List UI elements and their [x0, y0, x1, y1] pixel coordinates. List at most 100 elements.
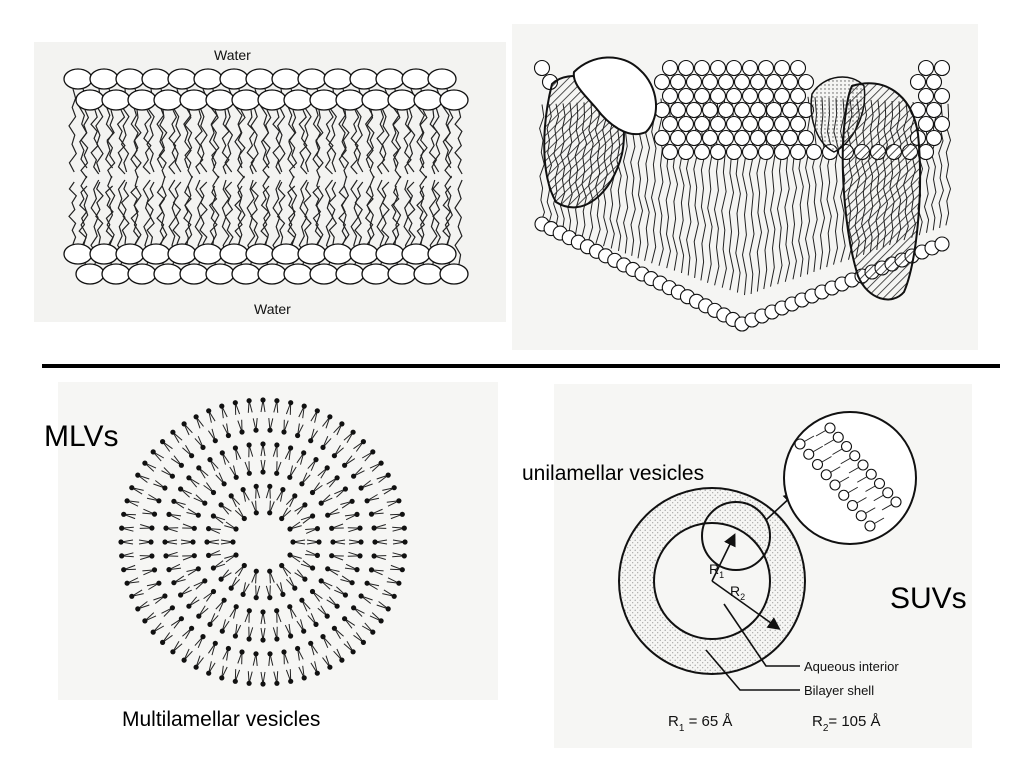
lipid-head — [153, 263, 183, 285]
lipid-head — [101, 263, 131, 285]
membrane-head — [693, 115, 711, 133]
inset-head — [803, 448, 815, 460]
mlv-head — [162, 539, 168, 545]
mlv-head — [246, 680, 252, 686]
mlv-head — [360, 439, 366, 445]
lipid-head — [141, 68, 171, 90]
membrane-head — [717, 129, 735, 147]
magnified-inset-circle — [783, 411, 917, 545]
inset-head — [794, 438, 806, 450]
mlv-head — [260, 469, 266, 475]
mlv-head — [196, 613, 202, 619]
mlv-head — [219, 403, 225, 409]
lipid-head — [401, 68, 431, 90]
membrane-head — [789, 87, 807, 105]
membrane-head — [741, 115, 759, 133]
mlv-head — [260, 609, 266, 615]
mlv-head — [253, 568, 259, 574]
mlv-head — [181, 657, 187, 663]
mlv-head — [331, 625, 337, 631]
mlv-head — [314, 670, 320, 676]
lipid-tail — [376, 109, 386, 175]
membrane-protein-left — [543, 56, 658, 209]
mlv-head — [279, 515, 285, 522]
mlv-head — [210, 588, 217, 595]
lipid-head — [427, 68, 457, 90]
lipid-bilayer-svg: Water Water — [63, 47, 469, 317]
suvs-heading: SUVs — [890, 582, 967, 615]
mlv-head — [193, 664, 199, 670]
inset-head — [838, 489, 850, 501]
inset-head — [840, 440, 853, 453]
mlv-head — [233, 552, 239, 558]
lipid-tail — [338, 185, 347, 245]
lipid-head — [219, 68, 249, 90]
membrane-tail — [657, 98, 664, 266]
mlv-head — [292, 493, 298, 499]
membrane-head — [677, 59, 695, 77]
mlv-head — [299, 481, 305, 487]
lipid-head — [439, 263, 469, 285]
mlv-head — [327, 414, 333, 420]
mlv-head — [274, 636, 280, 642]
mlv-head — [385, 472, 391, 478]
lipid-tail — [454, 109, 463, 175]
lipid-head — [335, 89, 365, 111]
mlv-head — [350, 429, 356, 435]
mlv-head — [371, 553, 377, 559]
lipid-head — [179, 89, 209, 111]
mlv-head — [207, 457, 213, 463]
membrane-head — [757, 143, 775, 161]
mlv-head — [371, 525, 377, 531]
lipid-head — [63, 243, 93, 265]
membrane-head — [533, 59, 551, 77]
mlv-head — [246, 470, 252, 476]
membrane-head — [709, 87, 727, 105]
mlv-head — [212, 438, 218, 444]
lipid-tail — [142, 109, 152, 175]
bilayer-heads — [63, 68, 469, 285]
mlv-head — [206, 408, 212, 414]
mlv-head — [364, 580, 370, 586]
mlv-head — [166, 511, 172, 517]
lipid-tail — [272, 109, 281, 175]
lipid-tail — [208, 185, 218, 245]
mlv-head — [196, 465, 202, 471]
mlvs-heading: MLVs — [44, 420, 119, 453]
membrane-tail — [539, 104, 546, 225]
mlv-head — [378, 460, 384, 466]
mlv-head — [206, 552, 212, 558]
mlv-head — [210, 489, 217, 496]
membrane-head — [925, 73, 943, 91]
mlv-head — [325, 512, 331, 518]
mlv-head — [189, 625, 195, 631]
mlv-head — [399, 511, 405, 517]
mlv-head — [324, 613, 330, 619]
mlv-head — [334, 475, 340, 481]
lipid-head — [75, 263, 105, 285]
mlv-head — [391, 485, 397, 491]
mlv-head — [368, 511, 375, 517]
mlv-head — [320, 444, 326, 450]
mlv-head — [233, 474, 239, 480]
mlv-head — [206, 526, 212, 532]
mlv-head — [178, 486, 184, 492]
lipid-head — [127, 89, 157, 111]
inset-head — [855, 510, 867, 522]
lipid-tail — [246, 109, 256, 175]
mlv-head — [219, 675, 225, 681]
shell-leader — [705, 649, 800, 691]
mlv-head — [342, 592, 348, 598]
membrane-head — [717, 73, 735, 91]
membrane-head — [925, 129, 943, 147]
lipid-tail — [146, 181, 155, 245]
lipid-tail — [104, 185, 114, 245]
lipid-tail — [454, 179, 463, 265]
mlv-head — [370, 629, 376, 635]
water-bottom-label: Water — [254, 301, 291, 317]
mlv-head — [318, 578, 324, 584]
mlv-head — [330, 539, 336, 545]
mlv-head — [402, 539, 408, 545]
membrane-head — [701, 73, 719, 91]
lipid-head — [283, 89, 313, 111]
